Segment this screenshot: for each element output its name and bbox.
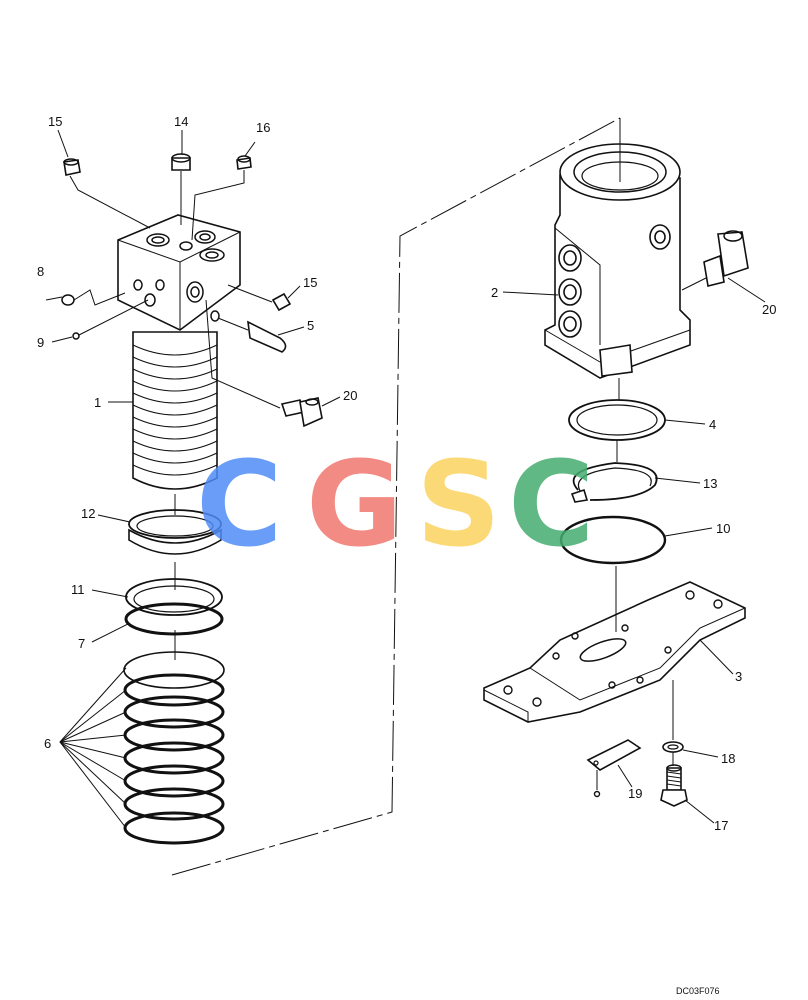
ring-4 — [568, 399, 666, 441]
callout-5: 5 — [307, 318, 314, 333]
body-2 — [544, 143, 691, 379]
callout-14: 14 — [174, 114, 188, 129]
callout-8: 8 — [37, 264, 44, 279]
washer-18 — [662, 741, 684, 753]
seal-stack-6 — [123, 651, 225, 845]
plug-14 — [171, 153, 191, 171]
callout-2: 2 — [491, 285, 498, 300]
callout-11: 11 — [71, 582, 85, 597]
watermark-letter-g: G — [306, 435, 403, 573]
plug-9 — [72, 299, 149, 340]
pin-5 — [217, 317, 287, 353]
watermark-letter-c2: C — [508, 435, 595, 573]
center-joint-rotor — [117, 214, 241, 490]
callout-9: 9 — [37, 335, 44, 350]
callout-19: 19 — [628, 786, 642, 801]
callout-16: 16 — [256, 120, 270, 135]
o-ring-10 — [559, 515, 667, 565]
callout-leaders — [45, 277, 766, 829]
callout-1: 1 — [94, 395, 101, 410]
callout-20-left: 20 — [343, 388, 357, 403]
bracket-plate-3 — [483, 581, 746, 723]
right-axis-line — [596, 118, 674, 790]
elbow-fitting-20-right — [681, 230, 749, 291]
callout-13: 13 — [703, 476, 717, 491]
plug-15-side — [227, 284, 292, 312]
callout-20-right: 20 — [762, 302, 776, 317]
plug-15-top — [63, 158, 81, 176]
callout-15-top: 15 — [48, 114, 62, 129]
callout-10: 10 — [716, 521, 730, 536]
callout-labels: 15 14 16 8 9 15 5 1 20 12 11 7 6 2 20 4 … — [37, 114, 776, 833]
callout-3: 3 — [735, 669, 742, 684]
callout-15-side: 15 — [303, 275, 317, 290]
callout-6: 6 — [44, 736, 51, 751]
callout-18: 18 — [721, 751, 735, 766]
bolt-17 — [660, 764, 688, 807]
plug-leader-lines — [57, 129, 256, 241]
callout-4: 4 — [709, 417, 716, 432]
assembly-boundary-line — [171, 117, 621, 876]
callout-17: 17 — [714, 818, 728, 833]
callout-12: 12 — [81, 506, 95, 521]
nameplate-19 — [586, 739, 642, 798]
plug-16 — [236, 155, 252, 170]
watermark-letter-s: S — [416, 435, 501, 573]
ring-7 — [124, 602, 224, 636]
elbow-fitting-20-left — [205, 299, 323, 428]
callout-7: 7 — [78, 636, 85, 651]
figure-reference: DC03F076 — [676, 986, 720, 996]
cgsc-watermark: C G S C — [196, 435, 595, 573]
snap-ring-13 — [570, 462, 658, 503]
o-ring-8 — [61, 289, 126, 306]
watermark-letter-c1: C — [196, 435, 283, 573]
